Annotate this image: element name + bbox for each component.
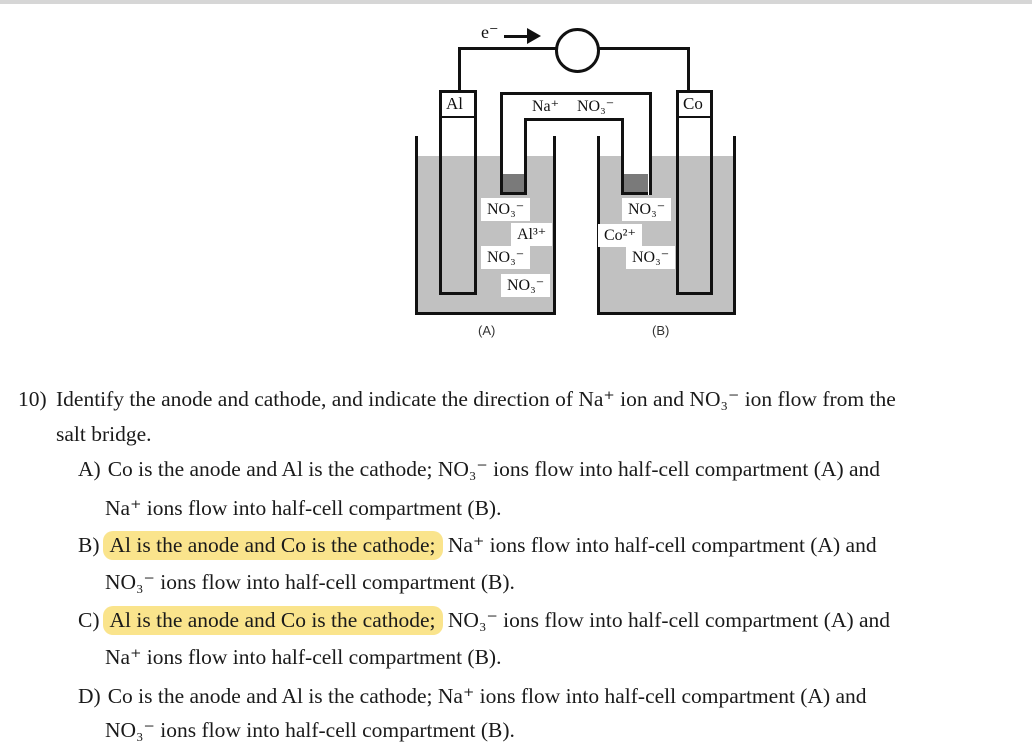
- salt-bridge-right-tip: [624, 174, 648, 195]
- electron-flow-label: e⁻: [481, 22, 499, 42]
- question-line-2: salt bridge.: [56, 422, 152, 446]
- ion-label: Al³⁺: [511, 223, 553, 246]
- ion-label: NO₃⁻: [501, 274, 551, 297]
- option-b-line1: B)Al is the anode and Co is the cathode;…: [78, 531, 877, 560]
- salt-bridge-inner-edge: [524, 118, 624, 121]
- galvanic-cell-diagram: e⁻ Al Co Na⁺ NO₃⁻ NO₃⁻ Al³⁺ NO₃⁻ NO₃⁻ NO…: [0, 0, 1032, 360]
- option-c-label: C): [78, 608, 100, 632]
- option-d-label: D): [78, 684, 101, 708]
- ion-label: NO₃⁻: [481, 198, 531, 221]
- option-b-text: Na⁺ ions flow into half-cell compartment…: [442, 533, 877, 557]
- option-a-line1: A)Co is the anode and Al is the cathode;…: [78, 457, 880, 482]
- beaker-a-caption: (A): [478, 323, 496, 338]
- option-b-highlight: Al is the anode and Co is the cathode;: [102, 531, 443, 560]
- option-a-line2: Na⁺ ions flow into half-cell compartment…: [105, 496, 502, 520]
- option-a-label: A): [78, 457, 101, 481]
- ion-label: NO₃⁻: [622, 198, 672, 221]
- aluminum-electrode: Al: [439, 90, 477, 295]
- option-c-highlight: Al is the anode and Co is the cathode;: [102, 606, 443, 635]
- salt-bridge: Na⁺ NO₃⁻: [500, 92, 652, 121]
- aluminum-electrode-label: Al: [442, 93, 474, 118]
- option-d-line1: D)Co is the anode and Al is the cathode;…: [78, 684, 867, 709]
- option-c-line1: C)Al is the anode and Co is the cathode;…: [78, 606, 891, 635]
- electron-flow-arrow-icon: [527, 28, 541, 44]
- beaker-b-caption: (B): [652, 323, 670, 338]
- meter-circle-icon: [555, 28, 600, 73]
- option-c-line2: Na⁺ ions flow into half-cell compartment…: [105, 645, 502, 669]
- salt-bridge-left-tip: [503, 174, 524, 195]
- page-top-border: [0, 0, 1032, 4]
- question-text: Identify the anode and cathode, and indi…: [56, 387, 896, 411]
- ion-label: NO₃⁻: [481, 246, 531, 269]
- question-line-1: 10) Identify the anode and cathode, and i…: [18, 387, 896, 412]
- option-d-line2: NO₃⁻ ions flow into half-cell compartmen…: [105, 718, 515, 742]
- question-number: 10): [18, 387, 47, 411]
- salt-bridge-cation-label: Na⁺: [530, 96, 562, 116]
- option-b-label: B): [78, 533, 100, 557]
- option-a-text: Co is the anode and Al is the cathode; N…: [107, 457, 881, 481]
- salt-bridge-anion-label: NO₃⁻: [575, 96, 617, 116]
- cobalt-electrode: Co: [676, 90, 713, 295]
- option-d-text: Co is the anode and Al is the cathode; N…: [107, 684, 867, 708]
- ion-label: NO₃⁻: [626, 246, 676, 269]
- option-b-line2: NO₃⁻ ions flow into half-cell compartmen…: [105, 570, 515, 594]
- ion-label: Co²⁺: [598, 224, 642, 247]
- option-c-text: NO₃⁻ ions flow into half-cell compartmen…: [442, 608, 891, 632]
- electron-flow-arrow-shaft: [504, 35, 529, 38]
- beaker-a-outline: [415, 136, 556, 315]
- cobalt-electrode-label: Co: [679, 93, 710, 118]
